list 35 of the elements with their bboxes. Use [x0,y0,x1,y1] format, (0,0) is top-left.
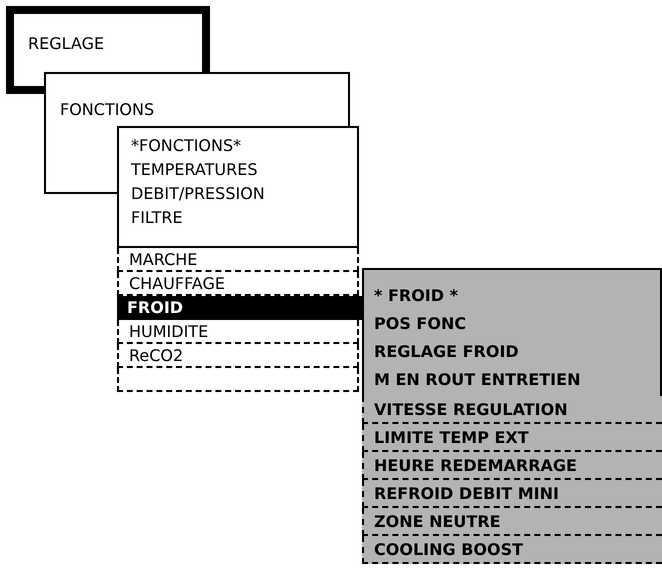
menu-item: FONCTIONS [60,99,156,121]
menu-item: HEURE REDEMARRAGE [374,455,578,477]
menu-item: ZONE NEUTRE [374,511,502,533]
menu-item: TEMPERATURES [131,159,258,181]
menu-window [117,126,359,248]
menu-row [117,320,359,344]
menu-item: MARCHE [129,249,198,271]
menu-item: FILTRE [131,207,184,229]
menu-window [362,268,662,396]
menu-row [117,272,359,296]
menu-item: REGLAGE FROID [374,341,520,363]
menu-row [362,396,662,424]
menu-row [117,248,359,272]
menu-row [117,368,359,392]
menu-row [117,344,359,368]
menu-row [362,424,662,452]
menu-item: LIMITE TEMP EXT [374,427,530,449]
menu-item: CHAUFFAGE [129,273,226,295]
menu-item: HUMIDITE [129,321,210,343]
menu-item: VITESSE REGULATION [374,399,569,421]
menu-item: REGLAGE [28,33,106,55]
menu-row [362,480,662,508]
menu-item: REFROID DEBIT MINI [374,483,560,505]
menu-item: DEBIT/PRESSION [131,183,266,205]
menu-row [362,452,662,480]
menu-item: ReCO2 [129,345,184,367]
selected-menu-row [117,296,362,320]
menu-item: *FONCTIONS* [131,135,242,157]
menu-row [362,508,662,536]
menu-item: POS FONC [374,313,468,335]
menu-item: COOLING BOOST [374,539,524,561]
menu-item: FROID [127,297,184,319]
menu-item: M EN ROUT ENTRETIEN [374,369,582,391]
menu-item: * FROID * [374,285,459,307]
menu-row [362,536,662,564]
